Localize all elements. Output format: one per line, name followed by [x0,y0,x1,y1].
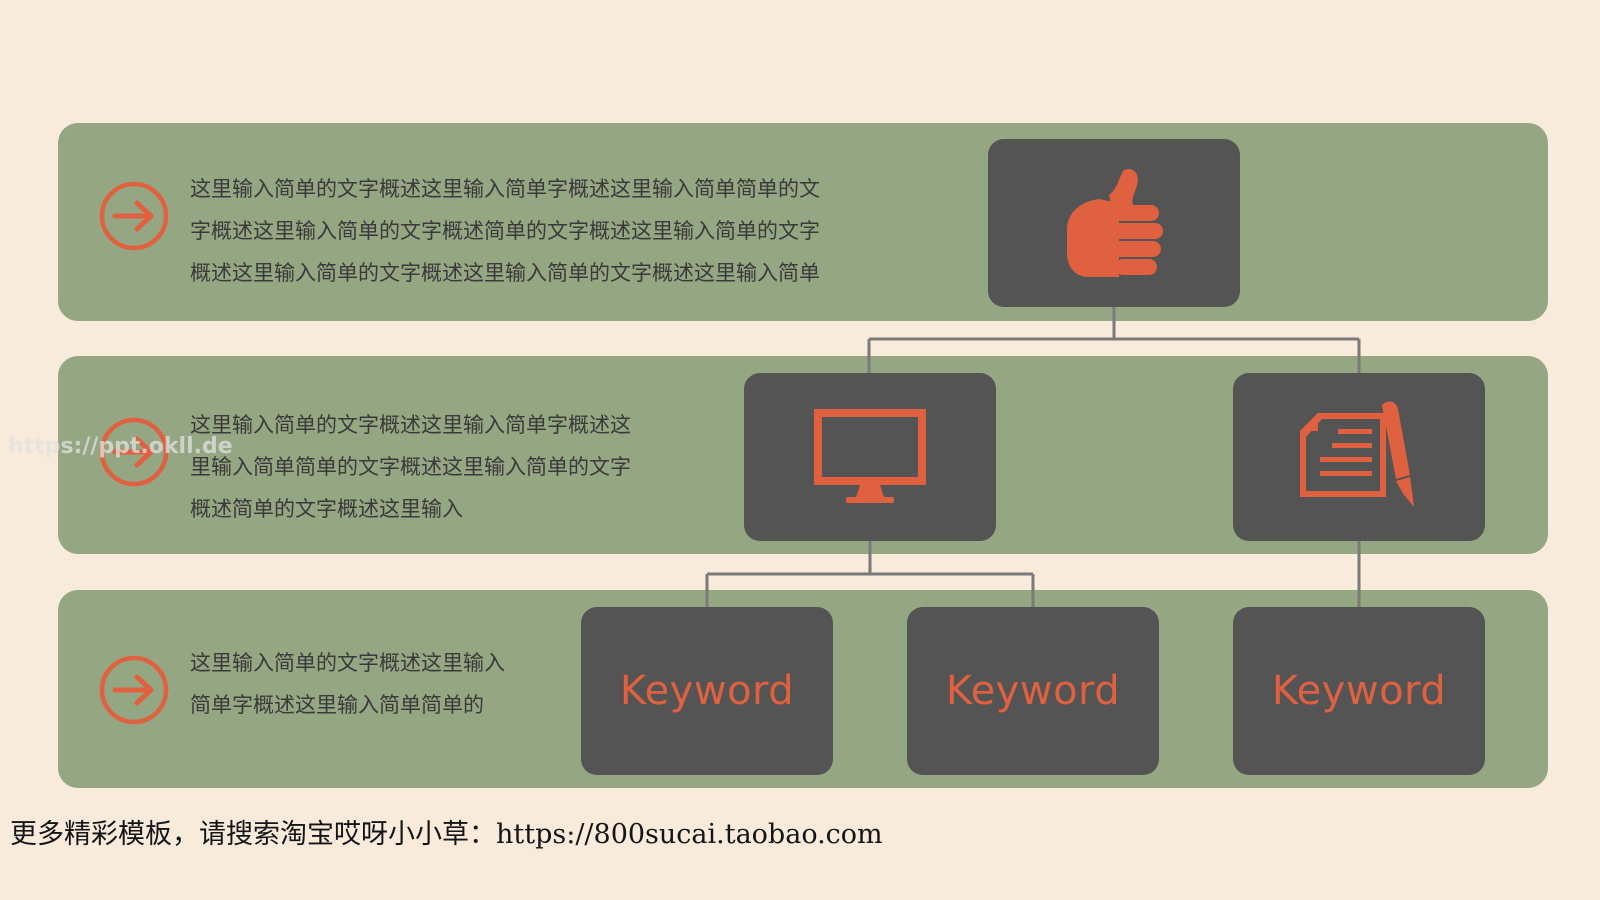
keyword-node-2: Keyword [907,607,1159,775]
keyword-label: Keyword [619,668,795,714]
thumbs-up-icon [1067,168,1163,277]
keyword-label: Keyword [945,668,1121,714]
keyword-node-1: Keyword [581,607,833,775]
arrow-right-circle-icon [99,655,169,725]
keyword-label: Keyword [1271,668,1447,714]
tree-node-document-pen [1233,373,1485,541]
watermark-text: https://ppt.okll.de [8,434,233,459]
document-pen-icon [1300,401,1414,507]
monitor-icon [814,409,926,503]
keyword-node-3: Keyword [1233,607,1485,775]
row-3-description: 这里输入简单的文字概述这里输入 简单字概述这里输入简单简单的 [190,651,505,717]
row-2-description: 这里输入简单的文字概述这里输入简单字概述这 里输入简单简单的文字概述这里输入简单… [190,413,631,521]
row-band-1 [58,123,1548,321]
tree-node-top [988,139,1240,307]
arrow-right-circle-icon [99,181,169,251]
arrow-right-circle-icon [99,417,169,487]
tree-node-monitor [744,373,996,541]
footer-text: 更多精彩模板，请搜索淘宝哎呀小小草：https://800sucai.taoba… [10,819,883,850]
row-1-description: 这里输入简单的文字概述这里输入简单字概述这里输入简单简单的文 字概述这里输入简单… [190,177,820,285]
